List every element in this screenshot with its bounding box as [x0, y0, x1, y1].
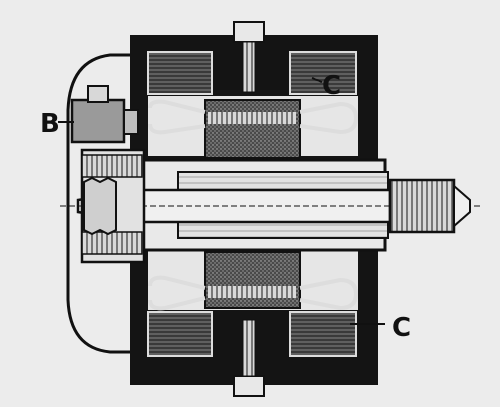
- field-coil-top-right: [289, 51, 357, 95]
- brush-holder-b: [70, 98, 126, 144]
- armature-band-bottom: [208, 286, 296, 298]
- commutator-gear: [83, 176, 117, 236]
- armature-core-bottom: [204, 251, 301, 309]
- armature-band-top: [208, 112, 296, 124]
- label-b: B: [40, 109, 60, 139]
- bottom-bolt: [233, 375, 265, 397]
- bearing-upper: [81, 154, 143, 178]
- brush-holder-cap: [87, 85, 109, 103]
- winding-loop-top-right: [299, 101, 359, 135]
- winding-loop-bottom-left: [148, 275, 206, 311]
- leader-line-c-top: [311, 77, 323, 83]
- winding-loop-top-left: [148, 99, 206, 135]
- bearing-lower: [81, 231, 143, 255]
- shaft-tip: [453, 183, 471, 229]
- top-bolt-shank: [242, 41, 256, 93]
- label-c-top: C: [322, 71, 341, 101]
- end-cover-outline: [66, 53, 135, 354]
- top-bolt: [233, 21, 265, 43]
- winding-loop-bottom-right: [299, 277, 359, 311]
- label-c-bottom: C: [392, 313, 411, 343]
- shaft-extension: [388, 178, 456, 234]
- armature-core-top: [204, 99, 301, 159]
- field-coil-top-left: [147, 51, 213, 95]
- field-coil-bottom-left: [147, 311, 213, 357]
- field-coil-bottom-right: [289, 311, 357, 357]
- brush-holder-side: [123, 109, 139, 135]
- bottom-bolt-shank: [242, 319, 256, 377]
